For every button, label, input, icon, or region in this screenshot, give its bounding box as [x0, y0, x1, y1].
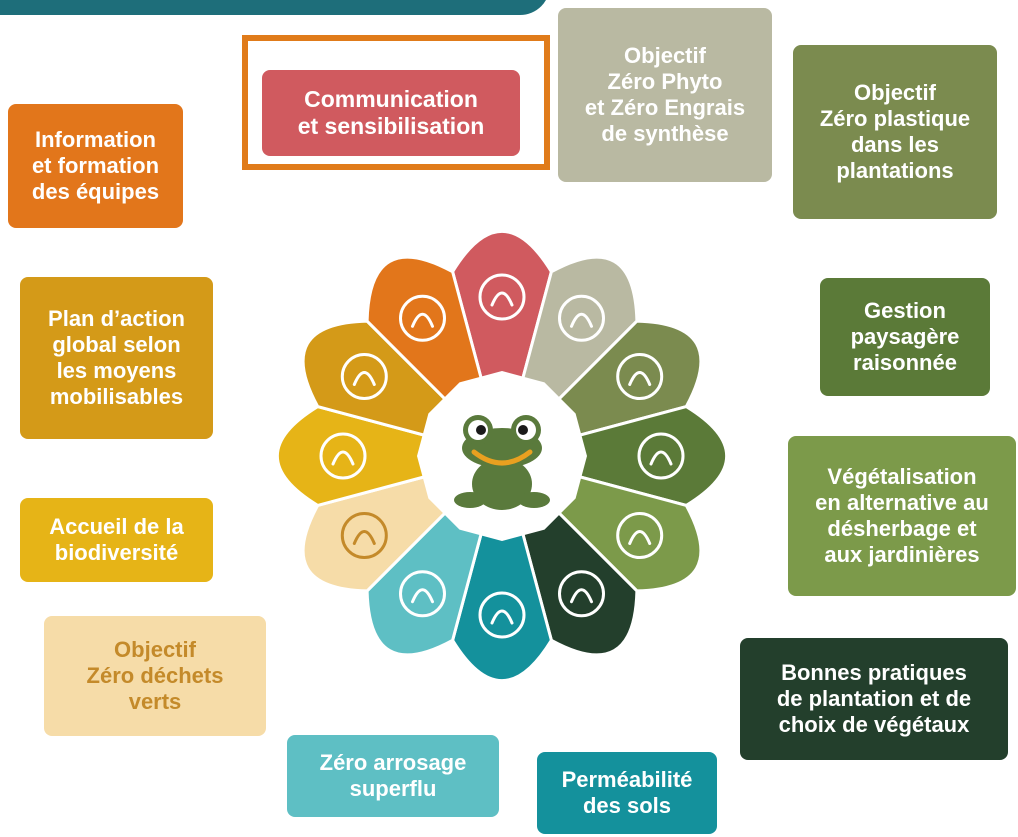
highlight-box: [242, 35, 550, 170]
label-text: Bonnes pratiques de plantation et de cho…: [776, 660, 972, 737]
label-text: Plan d’action global selon les moyens mo…: [48, 306, 185, 409]
label-permeabilite: Perméabilité des sols: [537, 752, 717, 834]
label-bonnes-pratiques: Bonnes pratiques de plantation et de cho…: [740, 638, 1008, 760]
petal-accueil: [276, 404, 508, 508]
label-text: Végétalisation en alternative au désherb…: [815, 464, 989, 567]
flower-butterfly-icon: [319, 432, 367, 480]
label-text: Objectif Zéro déchets verts: [86, 637, 224, 714]
label-text: Perméabilité des sols: [561, 767, 693, 818]
notebook-icon: [340, 353, 388, 400]
seedling-icon: [616, 353, 664, 400]
label-text: Information et formation des équipes: [31, 127, 160, 204]
label-text: Zéro arrosage superflu: [319, 750, 467, 801]
label-text: Objectif Zéro plastique dans les plantat…: [819, 80, 971, 183]
water-drop-icon: [478, 591, 526, 639]
hand-plant-bubble-icon: [478, 273, 526, 321]
petal-communication: [450, 230, 554, 462]
label-zero-phyto: Objectif Zéro Phyto et Zéro Engrais de s…: [558, 8, 772, 182]
petal-permeabilite: [450, 450, 554, 682]
petal-gestion: [496, 404, 728, 508]
label-accueil: Accueil de la biodiversité: [20, 498, 213, 582]
label-text: Gestion paysagère raisonnée: [850, 298, 960, 375]
team-speech-icon: [399, 294, 446, 342]
trowel-icon: [558, 570, 605, 618]
label-zero-plastique: Objectif Zéro plastique dans les plantat…: [793, 45, 997, 219]
label-text: Objectif Zéro Phyto et Zéro Engrais de s…: [584, 43, 746, 146]
label-vegetalisation: Végétalisation en alternative au désherb…: [788, 436, 1016, 596]
label-communication: Communication et sensibilisation: [262, 70, 520, 156]
label-zero-arrosage: Zéro arrosage superflu: [287, 735, 499, 817]
label-gestion: Gestion paysagère raisonnée: [820, 278, 990, 396]
frog-icon: [454, 415, 550, 510]
roots-icon: [616, 512, 664, 559]
label-text: Accueil de la biodiversité: [49, 514, 184, 565]
sprout-capsule-icon: [558, 294, 605, 342]
compost-bin-icon: [340, 512, 388, 559]
leaf-drop-icon: [399, 570, 446, 618]
label-plan-action: Plan d’action global selon les moyens mo…: [20, 277, 213, 439]
label-zero-dechets: Objectif Zéro déchets verts: [44, 616, 266, 736]
label-text: Communication et sensibilisation: [297, 85, 485, 139]
label-information: Information et formation des équipes: [8, 104, 183, 228]
top-header-bar: [0, 0, 550, 15]
garden-plot-icon: [637, 432, 685, 480]
